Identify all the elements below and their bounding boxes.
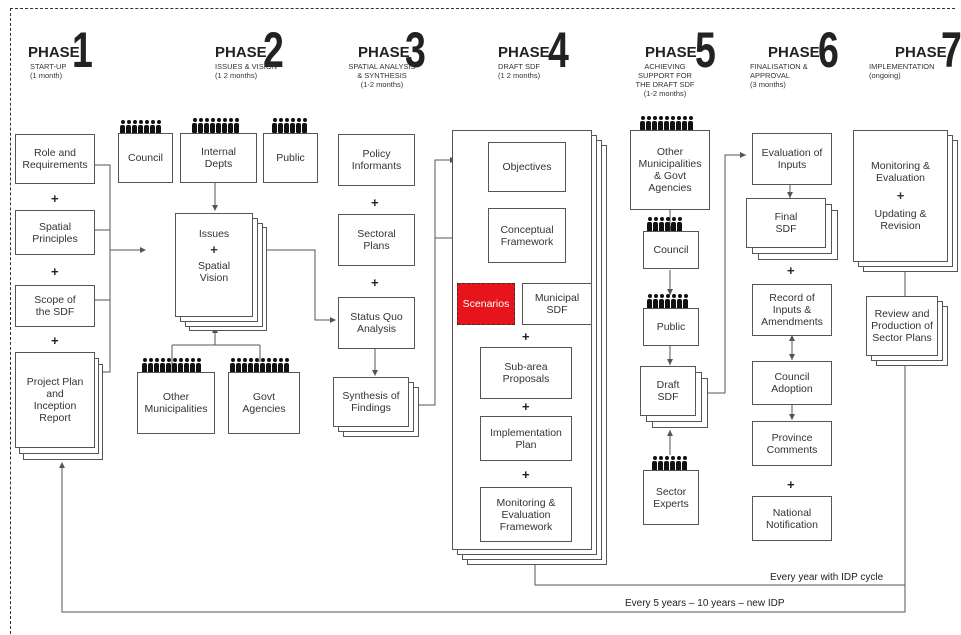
role-requirements-box: Role and Requirements bbox=[15, 134, 95, 184]
conceptual-framework-box: Conceptual Framework bbox=[488, 208, 566, 263]
sub-area-proposals-box: Sub-area Proposals bbox=[480, 347, 572, 399]
phase-subtitle: SPATIAL ANALYSIS & SYNTHESIS (1-2 months… bbox=[348, 62, 416, 89]
synthesis-findings-box: Synthesis of Findings bbox=[333, 377, 409, 427]
people-icon bbox=[142, 358, 202, 373]
policy-informants-box: Policy Informants bbox=[338, 134, 415, 186]
issues-label: Issues bbox=[198, 228, 230, 240]
phase-word: PHASE bbox=[645, 44, 697, 61]
plus-icon: + bbox=[371, 195, 379, 210]
issues-vision-box: Issues + Spatial Vision bbox=[175, 213, 253, 317]
plus-icon: + bbox=[522, 399, 530, 414]
implementation-plan-box: Implementation Plan bbox=[480, 416, 572, 461]
public-box: Public bbox=[263, 133, 318, 183]
province-comments-box: Province Comments bbox=[752, 421, 832, 466]
evaluation-inputs-box: Evaluation of Inputs bbox=[752, 133, 832, 185]
phase-subtitle: DRAFT SDF (1 2 months) bbox=[498, 62, 541, 80]
phase-number: 5 bbox=[695, 22, 716, 78]
draft-sdf-box: Draft SDF bbox=[640, 366, 696, 416]
yearly-loop-label: Every year with IDP cycle bbox=[770, 572, 884, 583]
diagram-frame bbox=[10, 8, 955, 634]
internal-depts-box: Internal Depts bbox=[180, 133, 257, 183]
people-icon bbox=[647, 294, 689, 309]
people-icon bbox=[120, 120, 162, 135]
phase-subtitle: START-UP (1 month) bbox=[30, 62, 67, 80]
plus-icon: + bbox=[522, 329, 530, 344]
municipal-sdf-box: Municipal SDF bbox=[522, 283, 592, 325]
scope-sdf-box: Scope of the SDF bbox=[15, 285, 95, 327]
council-adoption-box: Council Adoption bbox=[752, 361, 832, 405]
phase-4-header: PHASE 4 DRAFT SDF (1 2 months) bbox=[498, 14, 588, 84]
people-icon bbox=[230, 358, 290, 373]
phase-word: PHASE bbox=[895, 44, 947, 61]
phase-subtitle: ACHIEVING SUPPORT FOR THE DRAFT SDF (1-2… bbox=[635, 62, 695, 98]
five-year-loop-label: Every 5 years – 10 years – new IDP bbox=[625, 598, 785, 609]
people-icon bbox=[647, 217, 683, 232]
status-quo-box: Status Quo Analysis bbox=[338, 297, 415, 349]
other-municipalities-govt-box: Other Municipalities & Govt Agencies bbox=[630, 130, 710, 210]
phase-1-header: PHASE 1 START-UP (1 month) bbox=[28, 14, 108, 84]
phase-word: PHASE bbox=[358, 44, 410, 61]
phase-3-header: PHASE 3 SPATIAL ANALYSIS & SYNTHESIS (1-… bbox=[348, 14, 445, 94]
phase-word: PHASE bbox=[768, 44, 820, 61]
plus-icon: + bbox=[51, 333, 59, 348]
people-icon bbox=[640, 116, 694, 131]
spatial-vision-label: Spatial Vision bbox=[197, 260, 231, 284]
final-sdf-box: Final SDF bbox=[746, 198, 826, 248]
plus-icon: + bbox=[896, 188, 905, 203]
monitoring-updating-box: Monitoring & Evaluation + Updating & Rev… bbox=[853, 130, 948, 262]
phase-subtitle: IMPLEMENTATION (ongoing) bbox=[869, 62, 935, 80]
phase-word: PHASE bbox=[215, 44, 267, 61]
sector-experts-box: Sector Experts bbox=[643, 470, 699, 525]
phase-number: 6 bbox=[818, 22, 839, 78]
phase-number: 1 bbox=[72, 22, 93, 78]
people-icon bbox=[652, 456, 688, 471]
plus-icon: + bbox=[371, 275, 379, 290]
phase-5-header: PHASE 5 ACHIEVING SUPPORT FOR THE DRAFT … bbox=[635, 14, 730, 104]
plus-icon: + bbox=[51, 191, 59, 206]
phase-2-header: PHASE 2 ISSUES & VISION (1 2 months) bbox=[215, 14, 305, 84]
people-icon bbox=[272, 118, 308, 133]
council-box-p5: Council bbox=[643, 231, 699, 269]
phase-subtitle: ISSUES & VISION (1 2 months) bbox=[215, 62, 278, 80]
monitoring-evaluation-label: Monitoring & Evaluation bbox=[871, 160, 930, 184]
phase-number: 7 bbox=[941, 22, 961, 78]
phase-word: PHASE bbox=[28, 44, 80, 61]
plus-icon: + bbox=[787, 477, 795, 492]
phase-subtitle: FINALISATION & APPROVAL (3 months) bbox=[750, 62, 808, 89]
monitoring-framework-box: Monitoring & Evaluation Framework bbox=[480, 487, 572, 542]
public-box-p5: Public bbox=[643, 308, 699, 346]
other-municipalities-box: Other Municipalities bbox=[137, 372, 215, 434]
people-icon bbox=[192, 118, 240, 133]
phase-7-header: PHASE 7 IMPLEMENTATION (ongoing) bbox=[869, 14, 961, 84]
council-box: Council bbox=[118, 133, 173, 183]
project-plan-box: Project Plan and Inception Report bbox=[15, 352, 95, 448]
national-notification-box: National Notification bbox=[752, 496, 832, 541]
phase-number: 4 bbox=[548, 22, 569, 78]
plus-icon: + bbox=[51, 264, 59, 279]
sectoral-plans-box: Sectoral Plans bbox=[338, 214, 415, 266]
phase-6-header: PHASE 6 FINALISATION & APPROVAL (3 month… bbox=[750, 14, 858, 89]
phase-number: 2 bbox=[263, 22, 284, 78]
phase-word: PHASE bbox=[498, 44, 550, 61]
draft-sdf-panel bbox=[452, 130, 592, 550]
review-sector-plans-box: Review and Production of Sector Plans bbox=[866, 296, 938, 356]
phase-number: 3 bbox=[405, 22, 426, 78]
updating-revision-label: Updating & Revision bbox=[874, 208, 927, 232]
plus-icon: + bbox=[787, 263, 795, 278]
record-inputs-box: Record of Inputs & Amendments bbox=[752, 284, 832, 336]
spatial-principles-box: Spatial Principles bbox=[15, 210, 95, 255]
objectives-box: Objectives bbox=[488, 142, 566, 192]
scenarios-box: Scenarios bbox=[457, 283, 515, 325]
govt-agencies-box: Govt Agencies bbox=[228, 372, 300, 434]
plus-icon: + bbox=[522, 467, 530, 482]
plus-icon: + bbox=[210, 242, 218, 257]
